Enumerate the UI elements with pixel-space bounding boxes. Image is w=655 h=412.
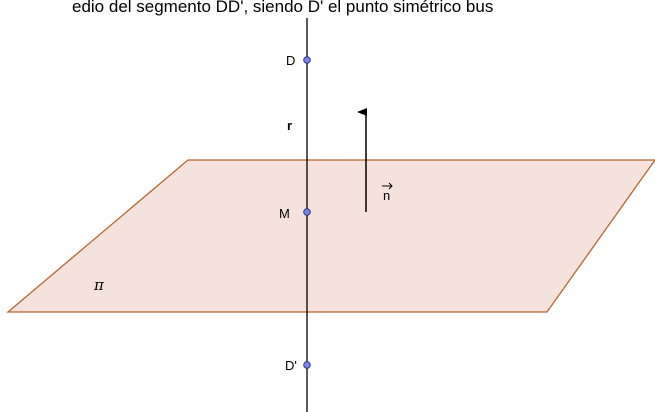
line-label-r: r — [287, 118, 292, 133]
point-label-M: M — [279, 206, 290, 221]
plane-label-pi: π — [93, 276, 105, 294]
plane-pi — [6, 159, 655, 313]
point-label-D: D — [286, 53, 295, 68]
point-D — [303, 56, 311, 64]
vector-label-n: n — [383, 188, 390, 203]
caption-text: edio del segmento DD', siendo D' el punt… — [72, 0, 493, 16]
point-label-D-prime: D' — [285, 358, 297, 373]
vector-arrow-tip — [388, 182, 393, 190]
point-M — [303, 208, 311, 216]
point-D-prime — [303, 361, 311, 369]
